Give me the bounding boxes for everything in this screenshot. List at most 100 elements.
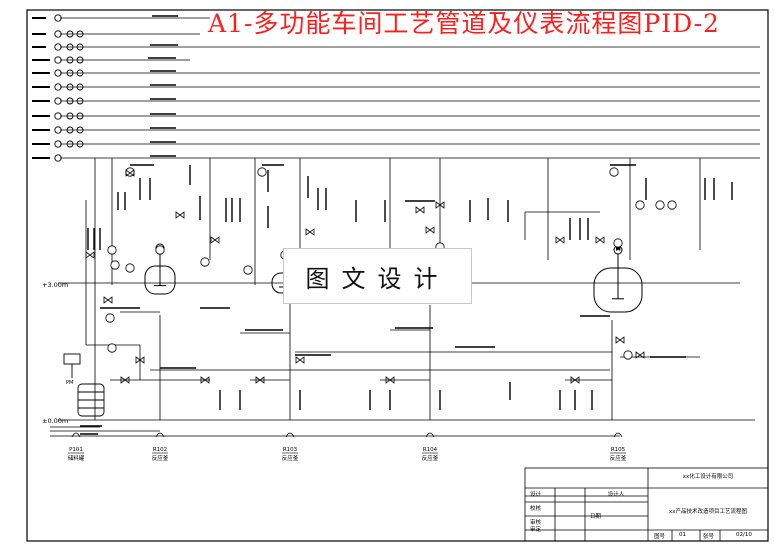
equipment-tag: R105 — [611, 447, 626, 453]
header-valve-icon — [76, 83, 84, 91]
instrument-bubble-icon — [155, 245, 165, 255]
header-valve-circles — [54, 14, 84, 162]
elevation-lower-label: ±0.00m — [42, 417, 68, 425]
equipment-name: 反应釜 — [282, 454, 299, 462]
header-valve-icon — [76, 56, 84, 64]
valve-icon — [125, 169, 135, 177]
header-valve-icon — [66, 126, 74, 134]
header-flange-icon — [54, 14, 62, 22]
equipment-name: 反应釜 — [422, 454, 439, 462]
header-flange-icon — [54, 56, 62, 64]
valve-icon — [103, 296, 113, 304]
header-valve-icon — [76, 30, 84, 38]
header-flange-icon — [54, 126, 62, 134]
bottom-header-lines — [50, 426, 620, 437]
instrument-bubble-icon — [107, 343, 117, 353]
equipment-name: 储料罐 — [68, 454, 85, 462]
equipment-name: 反应釜 — [152, 454, 169, 462]
valve-icon — [295, 356, 305, 364]
header-valve-icon — [66, 69, 74, 77]
title-block-company: xx化工设计有限公司 — [682, 474, 734, 480]
valve-icon — [210, 236, 220, 244]
instrument-bubble-icon — [613, 238, 623, 248]
instrument-bubble-icon — [200, 257, 210, 267]
header-flange-icon — [54, 140, 62, 148]
header-valve-icon — [76, 43, 84, 51]
header-flange-icon — [54, 83, 62, 91]
header-valve-icon — [76, 112, 84, 120]
instrument-bubble-icon — [635, 200, 645, 210]
motor-label: PM — [66, 380, 73, 386]
agitator-label: M — [616, 246, 620, 252]
equipment-tag: R104 — [423, 447, 438, 453]
valve-icon — [415, 206, 425, 214]
valve-icon — [425, 226, 435, 234]
valve-icon — [120, 376, 130, 384]
header-valve-icon — [76, 126, 84, 134]
pump-motor — [63, 353, 81, 378]
title-block-sheet-label: 张号 — [703, 534, 715, 540]
header-valve-icon — [76, 69, 84, 77]
header-flange-icon — [54, 112, 62, 120]
valve-icon — [435, 201, 445, 209]
valve-icon — [570, 376, 580, 384]
header-valve-icon — [66, 140, 74, 148]
title-block-project: xx产品技术改造项目工艺流程图 — [668, 509, 747, 515]
instrument-bubble-icon — [243, 265, 253, 275]
header-valve-icon — [66, 83, 74, 91]
valve-icon — [135, 356, 145, 364]
valve-icon — [595, 236, 605, 244]
instrument-bubble-icon — [655, 200, 665, 210]
instrument-bubble-icon — [125, 263, 135, 273]
title-block-drawing-no-label: 图号 — [654, 534, 666, 540]
instrument-bubble-icon — [667, 200, 677, 210]
equipment-name: 反应釜 — [610, 454, 627, 462]
elevation-upper-label: +3.00m — [42, 281, 68, 289]
header-flange-icon — [54, 154, 62, 162]
instrument-bubble-icon — [257, 167, 267, 177]
equipment-tag: R103 — [283, 447, 298, 453]
instrument-bubble-icon — [107, 245, 117, 255]
valve-icon — [305, 228, 315, 236]
title-block-row-design: 设计 — [530, 492, 542, 498]
storage-tank-p101 — [77, 383, 105, 417]
instrument-bubble-icon — [623, 350, 633, 360]
header-valve-icon — [66, 56, 74, 64]
title-block-row-check: 校核 — [530, 506, 542, 512]
header-valve-icon — [76, 97, 84, 105]
header-flange-icon — [54, 43, 62, 51]
valve-icon — [615, 336, 625, 344]
equipment-link-icon — [155, 432, 165, 438]
line-number-tags — [80, 164, 733, 435]
header-flange-icon — [54, 97, 62, 105]
header-valve-icon — [76, 140, 84, 148]
utility-row-labels — [32, 17, 50, 159]
utility-header-lines — [60, 17, 760, 159]
title-block-designer-head: 设计人 — [607, 492, 625, 498]
title-block — [524, 467, 769, 542]
equipment-link-icon — [613, 432, 623, 438]
header-flange-icon — [54, 30, 62, 38]
valve-icon — [255, 376, 265, 384]
header-flange-icon — [54, 69, 62, 77]
title-block-row-approve: 审定 — [530, 527, 542, 533]
drawing-title: A1-多功能车间工艺管道及仪表流程图PID-2 — [208, 9, 720, 38]
title-block-drawing-no: 01 — [679, 532, 686, 538]
valve-icon — [555, 236, 565, 244]
instrument-bubble-icon — [110, 260, 120, 270]
watermark-box: 图文设计 — [283, 248, 472, 304]
valves — [85, 169, 645, 384]
equipment-tag: P101 — [69, 447, 83, 453]
equipment-tag: R102 — [153, 447, 167, 453]
title-block-sheet-value: 02/10 — [736, 532, 752, 538]
instrument-bubble-icon — [105, 313, 115, 323]
title-block-row-date: 日期 — [590, 514, 602, 520]
header-valve-icon — [66, 43, 74, 51]
header-valve-icon — [66, 97, 74, 105]
valve-icon — [200, 376, 210, 384]
header-valve-icon — [66, 30, 74, 38]
title-block-row-review: 审核 — [530, 520, 542, 526]
header-valve-icon — [66, 112, 74, 120]
equipment-link-icon — [285, 432, 295, 438]
